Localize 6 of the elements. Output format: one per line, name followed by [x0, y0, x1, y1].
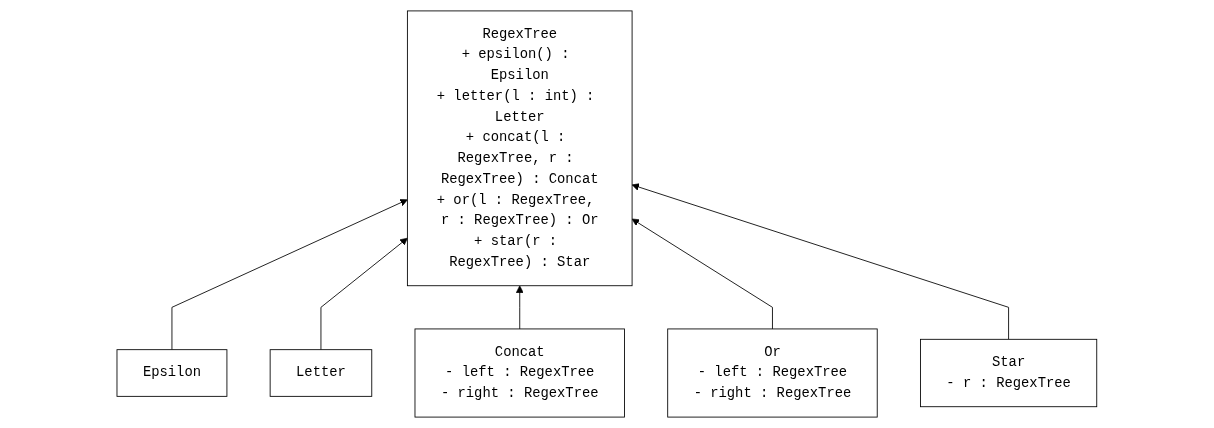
- node-box: RegexTree + epsilon() : Epsilon + letter(l : int) : Letter + concat(l : RegexTree, r : RegexTree) : Concat + or(l : RegexTree, r : RegexTree) : Or + star(r : RegexTree) : Star: [407, 10, 633, 287]
- node-box: Epsilon: [116, 349, 228, 397]
- node-box: Letter: [269, 349, 373, 397]
- node-box: Concat - left : RegexTree - right : RegexTree: [414, 328, 626, 418]
- node-box: Or - left : RegexTree - right : RegexTree: [667, 328, 878, 418]
- node-box: Star - r : RegexTree: [920, 338, 1098, 408]
